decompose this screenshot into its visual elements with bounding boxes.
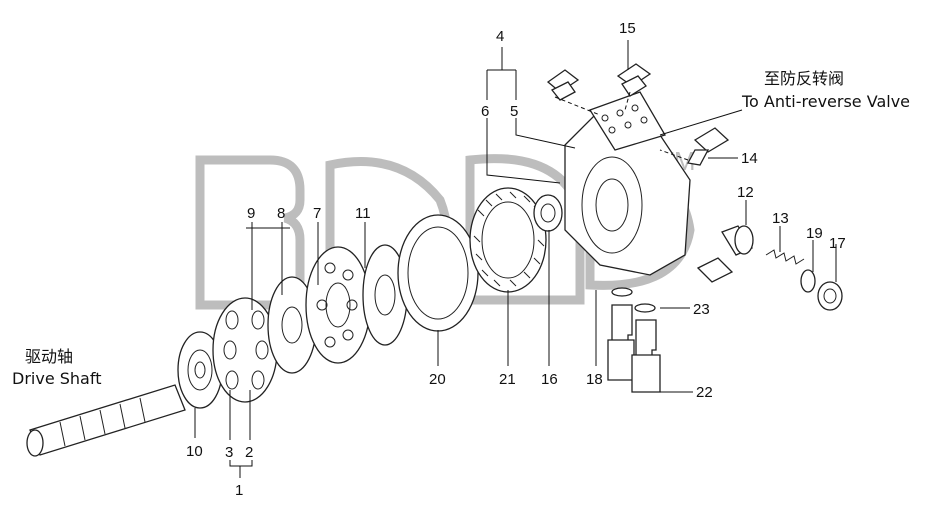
callout-1: 1 bbox=[235, 482, 243, 499]
part-20-ring bbox=[397, 214, 479, 332]
callout-16: 16 bbox=[541, 371, 558, 388]
callout-19: 19 bbox=[806, 225, 823, 242]
callout-18: 18 bbox=[586, 371, 603, 388]
anti-reverse-label-en: To Anti-reverse Valve bbox=[741, 92, 910, 111]
part-housing-bolt bbox=[696, 257, 734, 283]
leader-lines bbox=[194, 40, 837, 478]
callout-12: 12 bbox=[737, 184, 754, 201]
anti-reverse-label-cn: 至防反转阀 bbox=[764, 69, 844, 88]
callout-15: 15 bbox=[619, 20, 636, 37]
callout-4: 4 bbox=[496, 28, 504, 45]
callout-14: 14 bbox=[741, 150, 758, 167]
callout-3: 3 bbox=[225, 444, 233, 461]
callout-17: 17 bbox=[829, 235, 846, 252]
drive-shaft-label-cn: 驱动轴 bbox=[25, 347, 73, 366]
callout-22: 22 bbox=[696, 384, 713, 401]
callout-10: 10 bbox=[186, 443, 203, 460]
callout-11: 11 bbox=[355, 205, 371, 222]
part-18-housing bbox=[564, 91, 691, 276]
part-15-bolts bbox=[546, 63, 652, 116]
callout-13: 13 bbox=[772, 210, 789, 227]
part-7-cylinder-block bbox=[305, 246, 371, 364]
part-17-plug bbox=[817, 281, 843, 311]
callout-20: 20 bbox=[429, 371, 446, 388]
part-21-roller-cage bbox=[469, 187, 547, 293]
part-12-sleeve bbox=[721, 225, 754, 256]
callout-7: 7 bbox=[313, 205, 321, 222]
callout-21: 21 bbox=[499, 371, 516, 388]
part-13-spring bbox=[765, 249, 805, 265]
part-14-bolt bbox=[659, 127, 730, 166]
callout-23: 23 bbox=[693, 301, 710, 318]
callout-9: 9 bbox=[247, 205, 255, 222]
callout-5: 5 bbox=[510, 103, 518, 120]
callout-6: 6 bbox=[481, 103, 489, 120]
part-22-valves bbox=[607, 287, 661, 393]
part-1-piston-assembly bbox=[212, 297, 278, 403]
callout-2: 2 bbox=[245, 444, 253, 461]
drive-shaft-part bbox=[26, 384, 186, 457]
callout-labels: 4 6 5 15 14 12 13 19 17 23 22 18 16 21 2… bbox=[186, 20, 846, 499]
part-19-ring bbox=[800, 269, 816, 293]
part-16-bearing bbox=[533, 194, 563, 232]
callout-8: 8 bbox=[277, 205, 285, 222]
part-10-plate bbox=[177, 331, 223, 409]
drive-shaft-label-en: Drive Shaft bbox=[12, 369, 101, 388]
